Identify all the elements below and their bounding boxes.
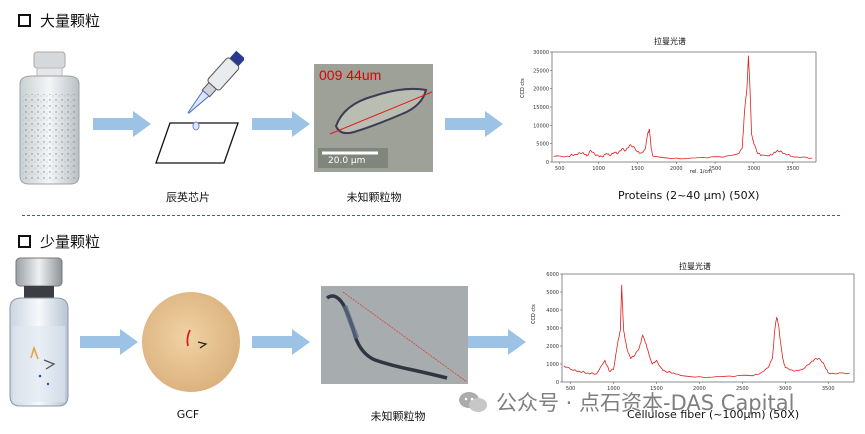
- particle-micrograph-bulk: 009 44um 20.0 μm: [314, 64, 433, 172]
- watermark: 公众号 · 点石资本-DAS Capital: [458, 387, 794, 417]
- y-tick-label: 1000: [546, 362, 559, 368]
- watermark-text: 公众号 · 点石资本-DAS Capital: [496, 391, 795, 415]
- caption-particle: 未知颗粒物: [370, 410, 426, 423]
- scale-bar-label: 20.0 μm: [328, 156, 366, 166]
- flow-arrow: [93, 111, 151, 137]
- x-tick-label: 1000: [607, 386, 620, 392]
- caption-result-proteins: Proteins (2~40 μm) (50X): [618, 189, 760, 202]
- y-tick-label: 5000: [546, 290, 559, 296]
- flow-arrow: [252, 329, 310, 355]
- section-heading-few: 少量颗粒: [18, 231, 100, 252]
- x-tick-label: 3000: [748, 166, 761, 172]
- y-tick-label: 15000: [533, 105, 549, 111]
- x-tick-label: 2000: [670, 166, 683, 172]
- x-tick-label: 2500: [709, 166, 722, 172]
- section-heading-bulk: 大量颗粒: [18, 10, 100, 31]
- chip-with-pipette-illustration: [152, 50, 246, 168]
- square-bullet-icon: [18, 14, 31, 27]
- y-tick-label: 10000: [533, 123, 549, 129]
- y-tick-label: 25000: [533, 68, 549, 74]
- caption-result-cellulose: Cellulose fiber (~100μm) (50X): [627, 408, 800, 421]
- section-title: 少量颗粒: [40, 233, 101, 251]
- x-tick-label: 500: [555, 166, 565, 172]
- plot-frame: [551, 51, 817, 163]
- flow-arrow: [468, 329, 526, 355]
- caption-gcf: GCF: [176, 408, 200, 421]
- y-tick-label: 0: [556, 380, 559, 386]
- spectrum-line: [563, 284, 850, 378]
- x-tick-label: 3500: [822, 386, 835, 392]
- spectrum-plot: 30000 25000 20000 15000 10000 5000 0 500 1000 150…: [533, 50, 817, 172]
- y-tick-label: 6000: [546, 272, 559, 278]
- gcf-filter-image: [140, 290, 242, 394]
- x-axis-label: rel. 1/cm: [690, 169, 713, 175]
- few-particles-vial-image: [4, 256, 76, 410]
- bulk-vial-image: [12, 50, 87, 186]
- square-bullet-icon: [18, 235, 31, 248]
- y-tick-label: 3000: [546, 326, 559, 332]
- y-tick-label: 20000: [533, 87, 549, 93]
- y-tick-label: 4000: [546, 308, 559, 314]
- x-tick-label: 2500: [736, 386, 749, 392]
- chart-title: 拉曼光谱: [679, 262, 711, 271]
- caption-chip: 辰英芯片: [166, 191, 210, 204]
- section-divider: [22, 215, 840, 216]
- x-tick-label: 3000: [779, 386, 792, 392]
- x-tick-label: 1500: [650, 386, 663, 392]
- wechat-logo-icon: [459, 392, 487, 412]
- measurement-overlay-text: 009 44um: [319, 67, 382, 83]
- y-tick-label: 30000: [533, 50, 549, 56]
- caption-particle: 未知颗粒物: [346, 191, 402, 204]
- x-tick-label: 1500: [631, 166, 644, 172]
- x-tick-label: 1000: [592, 166, 605, 172]
- x-tick-label: 500: [566, 386, 576, 392]
- plot-frame: [561, 273, 855, 383]
- flow-arrow: [445, 111, 503, 137]
- spectrum-plot: 6000 5000 4000 3000 2000 1000 0 500 1000 1500 2000…: [546, 272, 855, 392]
- flow-arrow: [252, 111, 310, 137]
- spectrum-line: [553, 55, 813, 160]
- y-tick-label: 2000: [546, 344, 559, 350]
- chart-title: 拉曼光谱: [654, 37, 686, 46]
- y-tick-label: 0: [546, 160, 549, 166]
- section-title: 大量颗粒: [40, 12, 101, 30]
- x-tick-label: 3500: [786, 166, 799, 172]
- flow-arrow: [80, 329, 138, 355]
- x-tick-label: 2000: [693, 386, 706, 392]
- y-tick-label: 5000: [536, 142, 549, 148]
- particle-micrograph-few: [321, 286, 468, 384]
